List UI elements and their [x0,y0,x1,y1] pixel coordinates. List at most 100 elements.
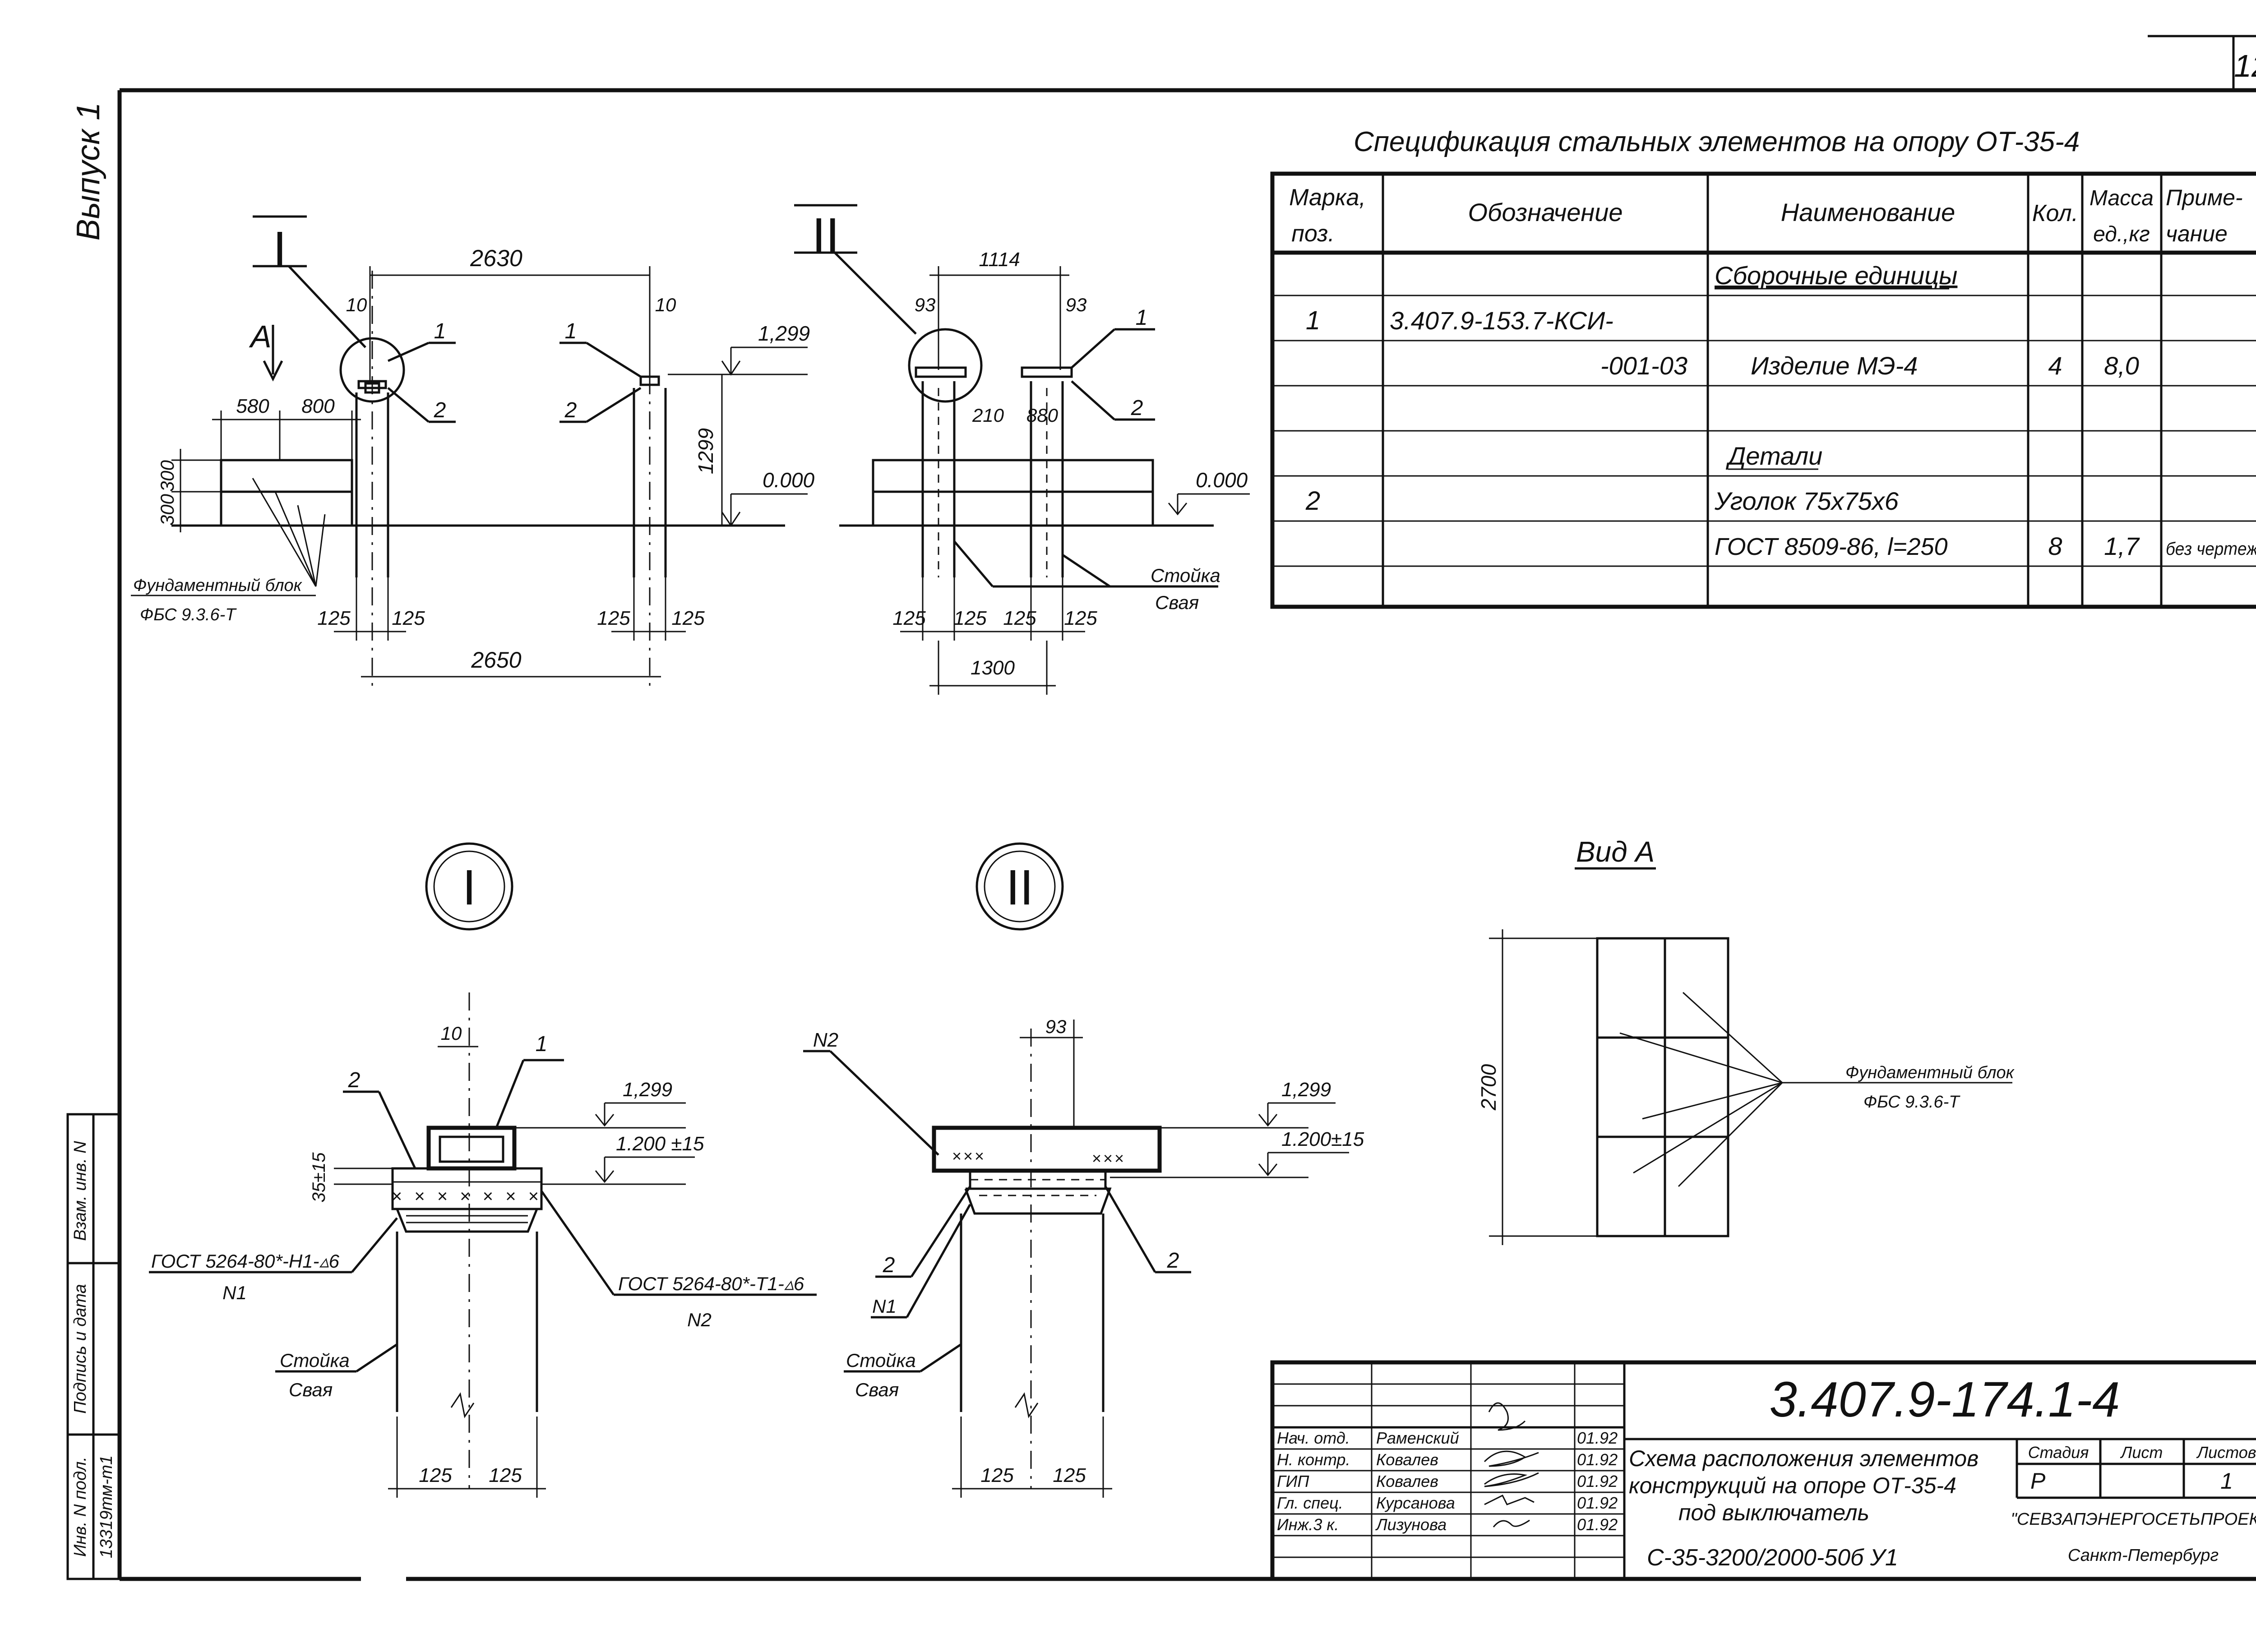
spec-r6-naim: ГОСТ 8509-86, l=250 [1715,533,1948,560]
v1-d800: 800 [301,395,335,417]
detail-2: II 93 ××× ××× N2 2 N1 2 [803,842,1364,1498]
v1-w125a: 125 [317,607,351,629]
v2-w125d: 125 [1064,607,1097,629]
spec-r5-marka: 2 [1305,486,1320,516]
v1-d10a: 10 [346,294,367,315]
d2-callout-2a: 2 [883,1253,895,1277]
spec-r2-kol: 4 [2048,351,2062,380]
side-inv: Инв. N подл. [71,1457,90,1557]
side-inv-value: 13319тм-т1 [97,1455,116,1558]
tb-role-3: Гл. спец. [1277,1494,1343,1512]
d2-callout-n2: N2 [813,1029,838,1051]
v2-w125b: 125 [953,607,987,629]
d2-d93: 93 [1045,1016,1067,1037]
view-front: I А 2630 10 10 1 2 [131,215,815,686]
spec-h-massa2: ед.,кг [2093,222,2150,246]
spec-h-massa1: Масса [2090,186,2154,210]
d1-n1: N1 [222,1282,247,1303]
tb-role-2: ГИП [1277,1472,1309,1490]
v1-callout-1b: 1 [565,319,577,343]
spec-h-kol: Кол. [2032,200,2078,226]
view1-arrow-label: А [249,319,272,354]
view-side: II 1114 93 93 210 880 1 2 [794,204,1250,695]
view-a: Вид А 2700 Фундаментный блок ФБС 9.3.6-Т [1477,835,2015,1245]
v2-dim-bottom: 1300 [971,657,1015,679]
signatures [1484,1402,1539,1527]
tb-name-4: Лизунова [1375,1515,1447,1534]
v2-d880: 880 [1026,405,1059,426]
page-number: 12 [2234,48,2256,83]
tb-city: Санкт-Петербург [2068,1546,2219,1565]
side-vzam: Взам. инв. N [71,1141,90,1241]
tb-name-2: Ковалев [1376,1472,1438,1490]
d2-elev1: 1,299 [1281,1079,1331,1101]
tb-desc4: С-35-3200/2000-50б У1 [1647,1545,1898,1571]
spec-r1-obozn: 3.407.9-153.7-КСИ- [1390,306,1613,335]
v1-d300b: 300 [157,494,178,526]
detail1-roman: I [462,860,476,915]
v1-callout-2: 2 [434,398,446,422]
v2-callout-1: 1 [1136,306,1148,330]
v2-callout-2: 2 [1131,396,1143,420]
d1-d35: 35±15 [309,1152,329,1203]
detail-1: I 10 × × × × × × × 2 1 1,299 [149,842,817,1498]
detail2-roman: II [1006,860,1033,915]
v1-d300a: 300 [157,460,178,492]
d1-gost-left: ГОСТ 5264-80*-Н1-▵6 [151,1251,340,1272]
tb-stadiya-h: Стадия [2028,1443,2089,1462]
spec-r1-marka: 1 [1306,306,1320,335]
v2-dim-top: 1114 [979,249,1020,271]
v1-elev-0: 0.000 [763,468,815,492]
tb-desc3: под выключатель [1678,1500,1869,1525]
tb-list-h: Лист [2120,1443,2163,1462]
tb-org: "СЕВЗАПЭНЕРГОСЕТЬПРОЕКТ" [2011,1510,2256,1529]
v1-callout-1: 1 [434,319,446,343]
d2-callout-n1: N1 [872,1296,897,1317]
tb-role-0: Нач. отд. [1277,1429,1350,1447]
v2-d93a: 93 [915,294,936,315]
spec-h-prim1: Приме- [2166,185,2243,210]
view-a-title: Вид А [1576,835,1655,868]
d1-w1: 125 [419,1464,452,1486]
v1-callout-2b: 2 [564,398,577,422]
d2-w2: 125 [1053,1464,1086,1486]
d1-elev1: 1,299 [623,1079,672,1101]
d1-n2: N2 [687,1309,712,1330]
d1-w2: 125 [489,1464,522,1486]
spec-r2-naim: Изделие МЭ-4 [1751,351,1918,380]
v1-dim-top: 2630 [470,245,522,272]
v1-w125d: 125 [671,607,705,629]
tb-stadiya: Р [2030,1468,2046,1494]
tb-date-1: 01.92 [1577,1450,1618,1469]
tb-desc2: конструкций на опоре ОТ-35-4 [1629,1473,1956,1498]
d2-svaya: Свая [855,1379,899,1400]
d2-callout-2b: 2 [1167,1249,1179,1273]
tb-listov: 1 [2220,1468,2233,1494]
tb-role-4: Инж.3 к. [1277,1515,1339,1534]
tb-name-1: Ковалев [1376,1450,1438,1469]
v1-elev-top: 1,299 [758,322,810,345]
v1-w125c: 125 [597,607,630,629]
spec-table: Марка, поз. Обозначение Наименование Кол… [1270,171,2256,609]
v2-d210: 210 [972,405,1004,426]
view2-roman: II [812,208,839,263]
v2-svaya: Свая [1155,592,1199,613]
view-a-label2: ФБС 9.3.6-Т [1863,1093,1960,1112]
tb-date-2: 01.92 [1577,1472,1618,1490]
view1-roman: I [273,221,287,277]
d1-stoyka: Стойка [280,1350,350,1371]
tb-date-0: 01.92 [1577,1429,1618,1447]
spec-h-naim: Наименование [1781,198,1955,226]
v1-block-label1: Фундаментный блок [133,576,303,595]
d1-svaya: Свая [289,1379,333,1400]
view-a-dim: 2700 [1477,1064,1500,1111]
spec-r0-naim: Сборочные единицы [1715,261,1957,290]
spec-r5-naim: Уголок 75х75х6 [1714,487,1899,515]
spec-title: Спецификация стальных элементов на опору… [1354,126,2080,157]
spec-r6-kol: 8 [2048,532,2062,560]
tb-role-1: Н. контр. [1277,1450,1350,1469]
v2-w125a: 125 [892,607,926,629]
svg-text:×××: ××× [1092,1149,1126,1167]
svg-text:×××: ××× [952,1147,986,1165]
